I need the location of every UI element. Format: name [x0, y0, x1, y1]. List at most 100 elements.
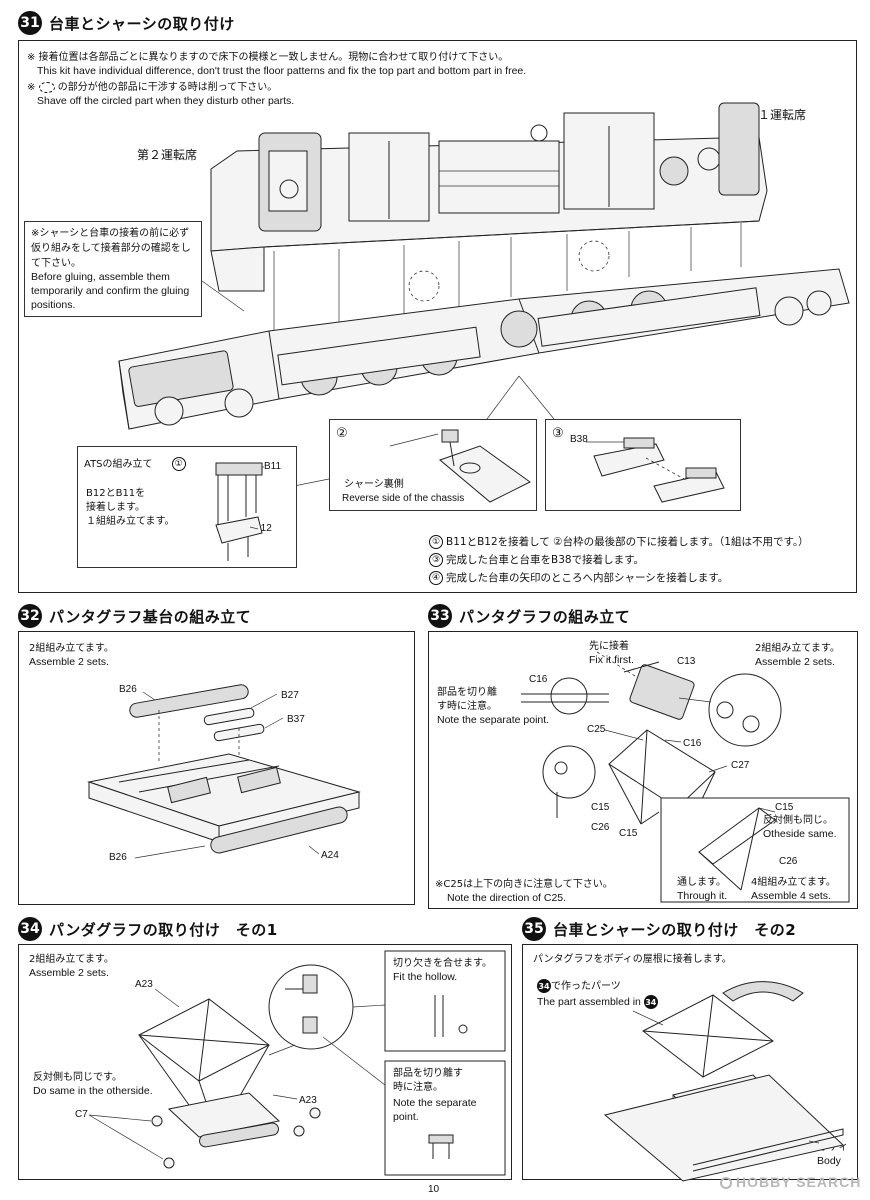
separate-en-2: point. [393, 1111, 419, 1123]
temporary-assembly-note: ※シャーシと台車の接着の前に必ず仮り組みをして接着部分の確認をして下さい。 Be… [24, 221, 202, 317]
fix-first-jp: 先に接着 [589, 641, 629, 652]
body-en: Body [817, 1155, 841, 1167]
inset-other-en: Otheside same. [763, 828, 837, 840]
note-circled-jp: ※ の部分が他の部品に干渉する時は削って下さい。 [27, 81, 278, 93]
direction-jp: ※C25は上下の向きに注意して下さい。 [435, 879, 613, 890]
part-c16-top: C16 [529, 674, 548, 685]
separate-en-1: Note the separate [393, 1097, 477, 1109]
sets-jp: 2組組み立てます。 [755, 643, 840, 654]
part-a23-bottom: A23 [299, 1095, 317, 1106]
pantograph-base-drawing [87, 684, 361, 859]
part-b26-top: B26 [119, 684, 137, 695]
made-in-en: The part assembled in 34 [537, 995, 658, 1009]
ats-assembly-box: ATSの組み立て ① B11 B12とB11を 接着します。 １組組み立てます。… [77, 446, 297, 568]
step-35-heading: 35 台車とシャーシの取り付け その2 [522, 917, 796, 941]
ats-text-3: １組組み立てます。 [86, 516, 175, 527]
part-a24: A24 [321, 850, 339, 861]
part-a23-top: A23 [135, 979, 153, 990]
step-32-panel: 2組組み立てます。 Assemble 2 sets. B26 B27 B37 B… [18, 631, 415, 905]
separate-jp-2: す時に注意。 [437, 701, 497, 712]
inset-assemble4-en: Assemble 4 sets. [751, 890, 831, 902]
part-c7: C7 [75, 1109, 88, 1120]
note-floor-pattern-jp: ※ 接着位置は各部品ごとに異なりますので床下の模様と一致しません。現物に合わせて… [27, 52, 509, 63]
reverse-chassis-jp: シャーシ裏側 [344, 479, 404, 490]
step-title: パンダグラフの取り付け その1 [49, 920, 278, 939]
sets-jp: 2組組み立てます。 [29, 643, 114, 654]
sub2-num: ② [336, 425, 348, 440]
separate-en: Note the separate point. [437, 714, 550, 726]
b38-drawing [586, 437, 725, 503]
pantograph-mount-drawing [88, 950, 506, 1176]
note-floor-pattern-en: This kit have individual difference, don… [37, 65, 527, 77]
part-b37: B37 [287, 714, 305, 725]
fit-hollow-jp: 切り欠きを合せます。 [393, 958, 492, 969]
step-number: 31 [18, 11, 42, 35]
otherside-jp: 反対側も同じです。 [33, 1072, 122, 1083]
cab-2-label: 第２運転席 [137, 148, 198, 162]
part-c25: C25 [587, 724, 606, 735]
part-b27: B27 [281, 690, 299, 701]
chassis-body-drawing [118, 102, 850, 487]
reverse-chassis-en: Reverse side of the chassis [342, 493, 465, 504]
step-32-heading: 32 パンタグラフ基台の組み立て [18, 604, 251, 628]
step-31-panel: ※ 接着位置は各部品ごとに異なりますので床下の模様と一致しません。現物に合わせて… [18, 40, 857, 593]
sub3-num: ③ [552, 425, 564, 440]
fit-hollow-en: Fit the hollow. [393, 971, 458, 983]
part-c27: C27 [731, 760, 750, 771]
inset-assemble4-jp: 4組組み立てます。 [751, 877, 836, 888]
pantograph-roof-drawing [603, 981, 845, 1182]
step-title: パンタグラフの組み立て [459, 607, 631, 626]
part-b38: B38 [570, 434, 588, 445]
step-title: 台車とシャーシの取り付け その2 [553, 920, 797, 939]
step-number: 35 [522, 917, 546, 941]
step-number: 32 [18, 604, 42, 628]
pantograph-assembly-drawing [521, 651, 850, 903]
ats-text-1: B12とB11を [86, 488, 146, 499]
ats-text-2: 接着します。 [86, 502, 145, 513]
part-b26-bottom: B26 [109, 852, 127, 863]
step-number: 34 [18, 917, 42, 941]
part-c13: C13 [677, 656, 696, 667]
inset-through-en: Through it. [677, 890, 728, 902]
fix-first-en: Fix it first. [589, 654, 634, 666]
sets-en: Assemble 2 sets. [755, 656, 835, 668]
separate-jp-1: 部品を切り離 [437, 687, 497, 698]
sets-en: Assemble 2 sets. [29, 967, 109, 979]
step-35-panel: パンタグラフをボディの屋根に接着します。 34で作ったパーツ The part … [522, 944, 858, 1182]
part-b11: B11 [264, 461, 282, 472]
step-33-panel: 先に接着 Fix it first. 2組組み立てます。 Assemble 2 … [428, 631, 858, 909]
direction-en: Note the direction of C25. [447, 892, 567, 904]
b38-connection-box: ③ B38 [545, 419, 741, 511]
note-circled-en: Shave off the circled part when they dis… [37, 95, 295, 107]
watermark: HOBBY SEARCH [720, 1175, 861, 1190]
ats-num: ① [171, 457, 186, 471]
inset-through-jp: 通します。 [677, 877, 726, 888]
separate-jp-1: 部品を切り離す [393, 1068, 463, 1079]
reverse-chassis-box: ② シャーシ裏側 Reverse side of the chassis [329, 419, 537, 511]
watermark-icon [720, 1177, 732, 1190]
sets-jp: 2組組み立てます。 [29, 954, 114, 965]
separate-jp-2: 時に注意。 [393, 1082, 443, 1093]
ats-drawing [215, 462, 264, 561]
part-c16-mid: C16 [683, 738, 702, 749]
cab-1-label: 第１運転席 [746, 108, 807, 122]
part-b12: B12 [254, 523, 272, 534]
part-c15-left: C15 [591, 802, 610, 813]
step-34-panel: 2組組み立てます。 Assemble 2 sets. A23 反対側も同じです。… [18, 944, 512, 1180]
inset-c26: C26 [779, 856, 798, 867]
otherside-en: Do same in the otherside. [33, 1085, 153, 1097]
step-title: 台車とシャーシの取り付け [49, 14, 235, 33]
reverse-chassis-drawing [389, 429, 531, 503]
page-number: 10 [428, 1184, 440, 1195]
part-c15-right: C15 [619, 828, 638, 839]
step-title: パンタグラフ基台の組み立て [49, 607, 252, 626]
made-in-jp: 34で作ったパーツ [537, 979, 621, 993]
step-33-heading: 33 パンタグラフの組み立て [428, 604, 630, 628]
sets-en: Assemble 2 sets. [29, 656, 109, 668]
inset-c15: C15 [775, 802, 794, 813]
step-number: 33 [428, 604, 452, 628]
step-34-heading: 34 パンダグラフの取り付け その1 [18, 917, 278, 941]
part-c26: C26 [591, 822, 610, 833]
